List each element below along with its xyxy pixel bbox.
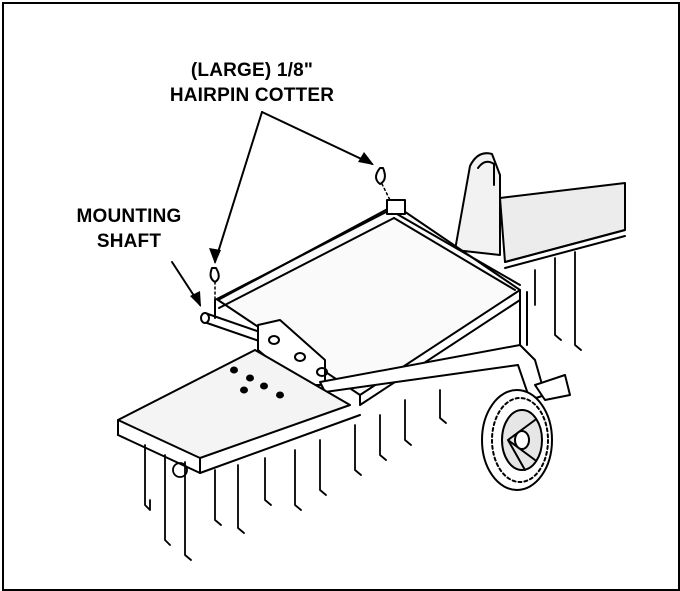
arrowhead-icon <box>190 291 201 307</box>
mounting-shaft-bar <box>200 299 263 343</box>
hairpin-label-line1: (LARGE) 1/8" <box>190 60 314 81</box>
hairpin-cotter-left <box>209 267 220 301</box>
hairpin-label-line2: HAIRPIN COTTER <box>169 85 335 106</box>
frame-rods <box>214 199 521 309</box>
arrowhead-icon <box>358 152 374 165</box>
wheel <box>481 374 571 491</box>
arrowhead-icon <box>209 248 221 264</box>
shaft-label-line1: MOUNTING <box>76 206 182 227</box>
mounting-shaft-label: MOUNTING SHAFT <box>44 204 214 254</box>
hairpin-cotter-right <box>375 167 391 201</box>
rear-tine-bar <box>499 182 626 269</box>
hairpin-cotter-label: (LARGE) 1/8" HAIRPIN COTTER <box>122 58 382 108</box>
tines <box>144 251 582 561</box>
shaft-label-line2: SHAFT <box>96 231 162 252</box>
wheel-arm <box>319 289 546 401</box>
